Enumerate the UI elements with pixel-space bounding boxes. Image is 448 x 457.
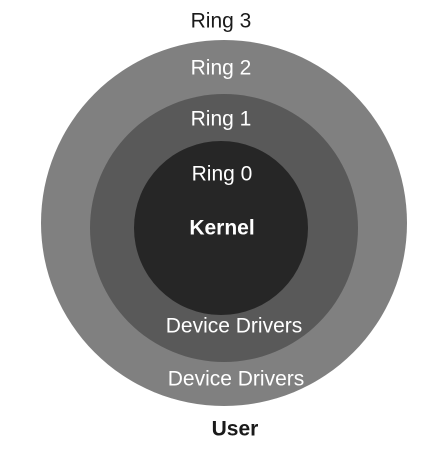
ring-1-label: Ring 1 (191, 108, 252, 131)
ring-0-area (134, 141, 308, 315)
kernel-label: Kernel (189, 217, 254, 240)
ring-0-label: Ring 0 (192, 163, 253, 186)
ring-1-device-drivers-label: Device Drivers (166, 315, 303, 338)
ring-2-label: Ring 2 (191, 57, 252, 80)
user-label: User (212, 418, 259, 441)
ring-2-device-drivers-label: Device Drivers (168, 368, 305, 391)
ring-3-label: Ring 3 (191, 10, 252, 33)
